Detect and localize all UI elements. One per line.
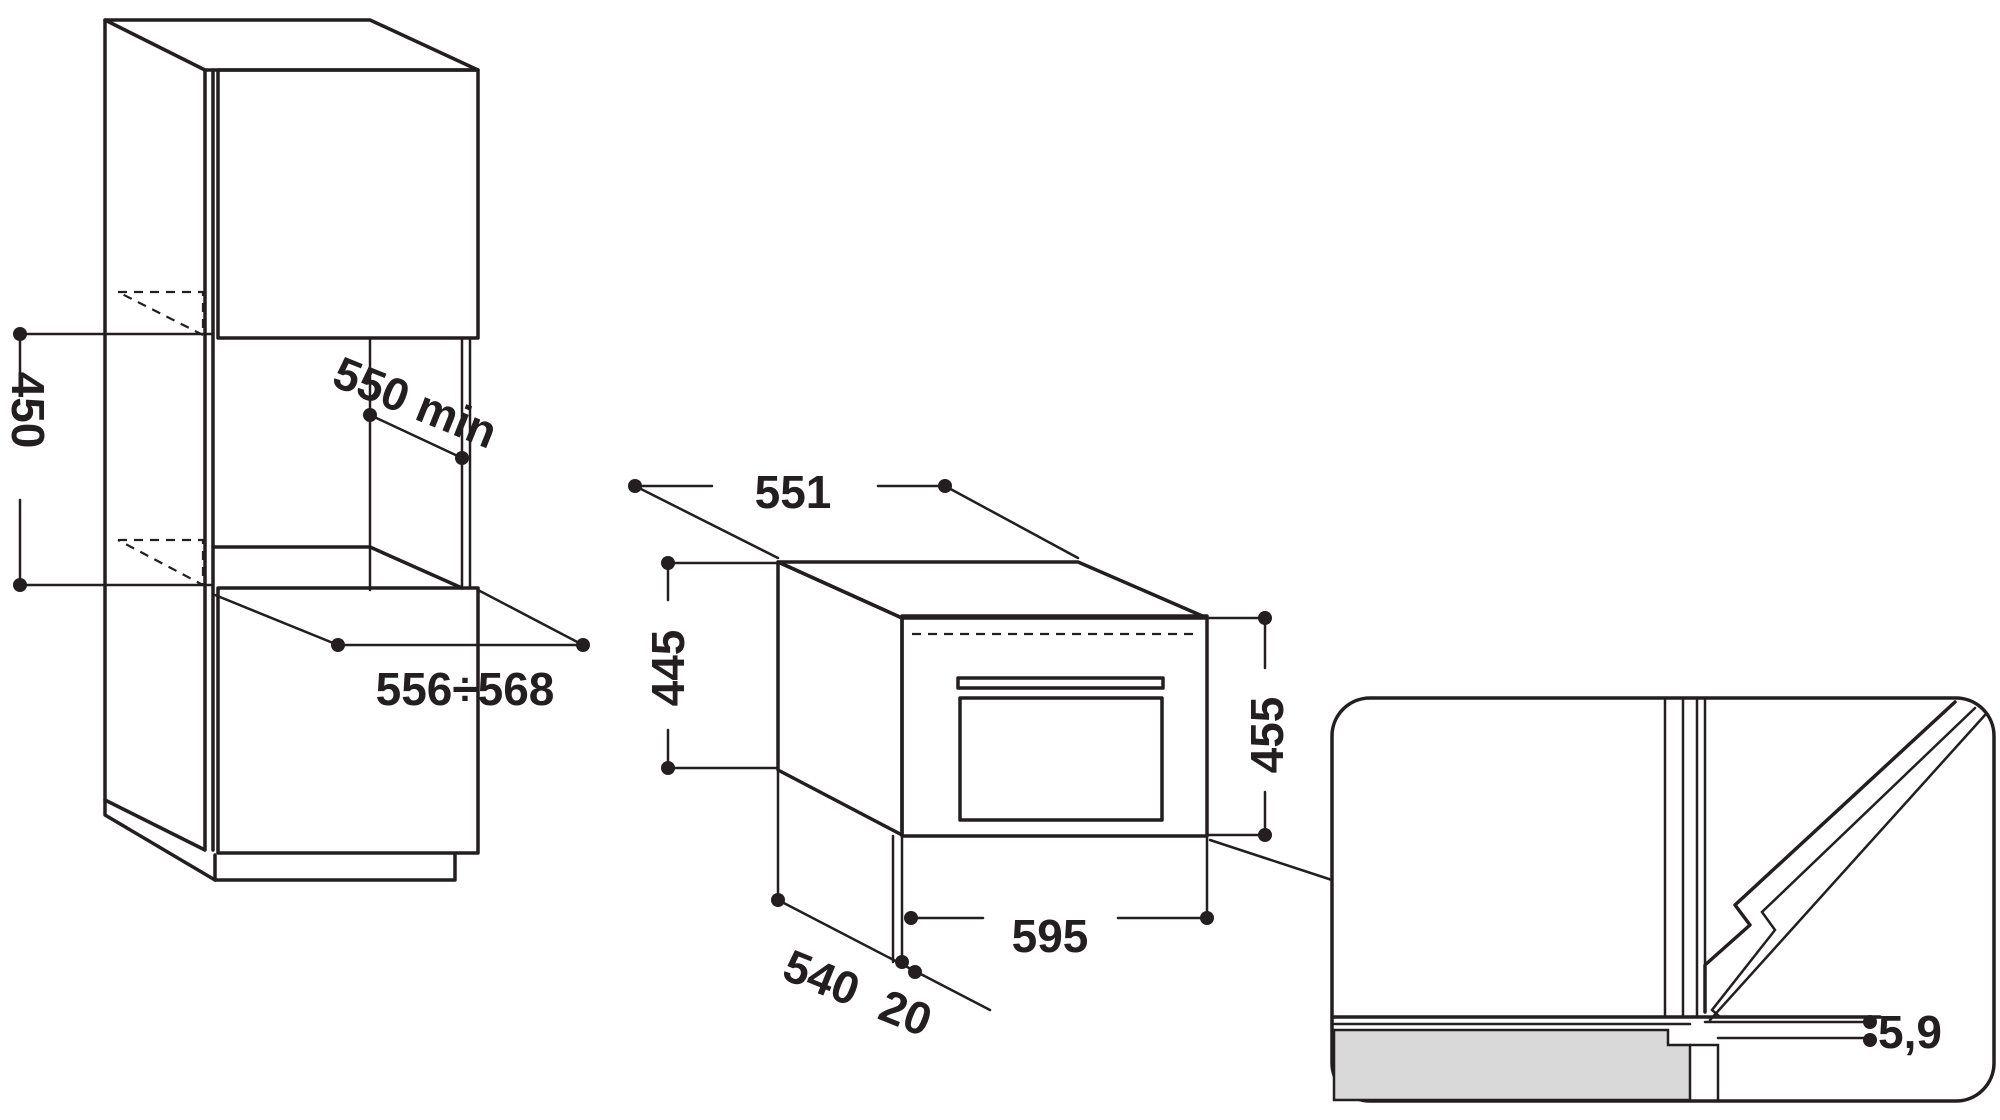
- upper-shelf-hidden: [117, 290, 205, 337]
- oven-left-side: [776, 560, 904, 837]
- oven-door-handle: [956, 676, 1165, 690]
- dim-width-range: 556÷568: [213, 588, 590, 715]
- label-oven-front-thickness: 20: [872, 979, 939, 1046]
- detail-inner-step: [1688, 1043, 1720, 1102]
- label-niche-height: 450: [2, 372, 54, 449]
- label-oven-depth-top: 551: [755, 466, 832, 518]
- dim-oven-body-height: 445: [642, 556, 780, 775]
- dim-oven-front-height: 455: [1205, 611, 1293, 842]
- detail-callout: 5,9: [1330, 696, 1996, 1103]
- cabinet-top-face: [103, 18, 480, 72]
- niche-floor: [211, 545, 464, 590]
- detail-door-edge-3: [1708, 713, 1987, 1022]
- label-oven-body-depth: 540: [776, 939, 867, 1016]
- built-in-cabinet: 450 550 min 556÷568: [2, 18, 590, 882]
- detail-leader-line: [1208, 838, 1334, 882]
- label-oven-front-width: 595: [1012, 910, 1089, 962]
- cabinet-upper-door: [216, 68, 480, 340]
- oven-appliance: 551 445 455: [628, 466, 1334, 1046]
- dim-niche-height: 450: [2, 327, 215, 592]
- oven-front-panel: [900, 614, 1209, 838]
- oven-window: [958, 696, 1164, 822]
- detail-door-edge-inner: [1710, 706, 1977, 1019]
- lower-shelf-hidden: [117, 538, 205, 587]
- label-width-range: 556÷568: [376, 663, 555, 715]
- cabinet-lower-door: [216, 586, 480, 855]
- dim-oven-depth-top: 551: [628, 466, 1080, 560]
- cabinet-left-side: [103, 18, 207, 852]
- cabinet-plinth: [103, 798, 457, 882]
- dim-detail-gap: 5,9: [1703, 1006, 1942, 1058]
- dim-oven-body-depth: 540 20: [771, 768, 992, 1046]
- label-oven-body-height: 445: [642, 630, 694, 707]
- dim-oven-front-width: 595: [900, 834, 1214, 962]
- label-oven-front-height: 455: [1241, 697, 1293, 774]
- label-depth-min: 550 min: [326, 346, 504, 458]
- detail-door-edge-outer: [1703, 700, 1957, 1014]
- label-detail-gap: 5,9: [1878, 1006, 1942, 1058]
- detail-floor-block: [1332, 1028, 1692, 1102]
- dim-depth-min: 550 min: [326, 346, 505, 465]
